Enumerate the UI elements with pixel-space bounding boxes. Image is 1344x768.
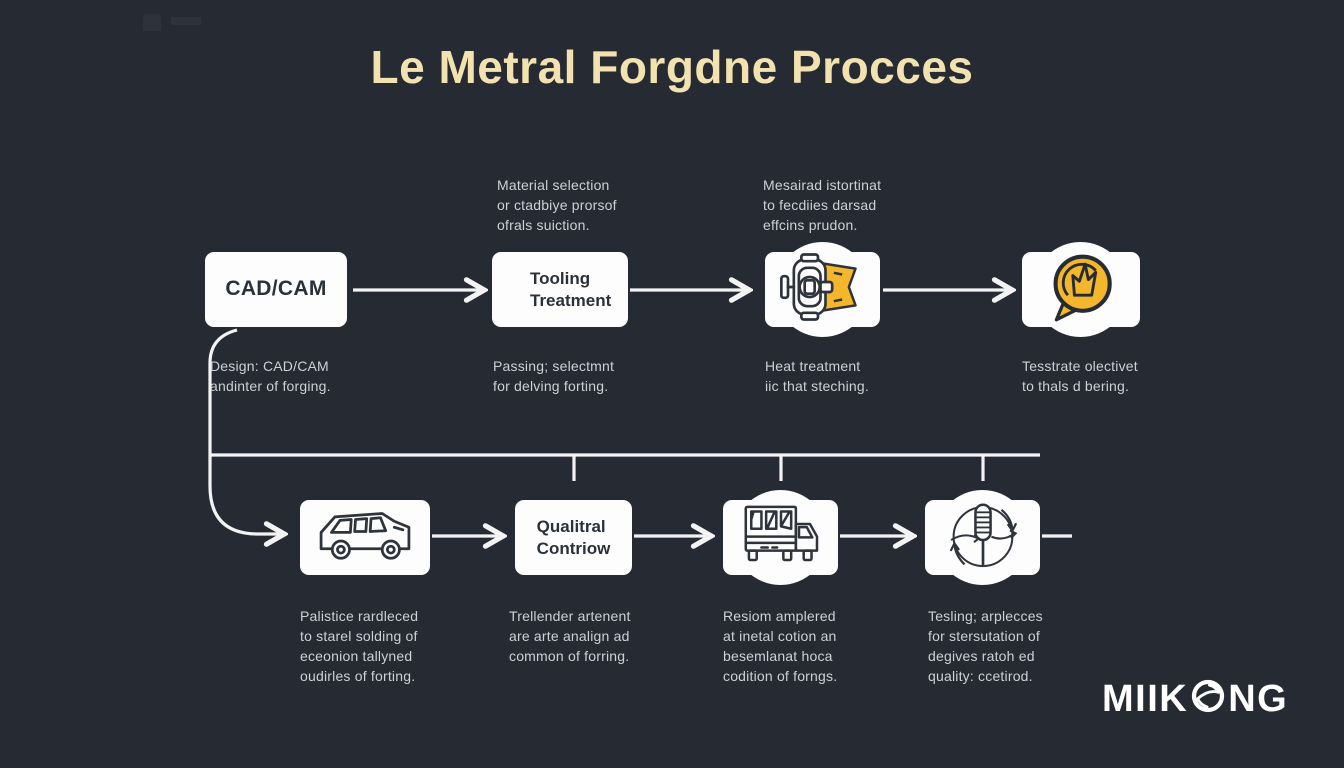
step-label: CAD/CAM xyxy=(225,277,327,301)
caption-heat-treatment: Heat treatment iic that steching. xyxy=(765,358,869,394)
logo-text-left: MIIK xyxy=(1102,678,1189,720)
note-material-selection: Material selection or ctadbiye prorsof o… xyxy=(497,177,617,233)
caption-design: Design: CAD/CAM andinter of forging. xyxy=(210,358,331,394)
step-label: Qualitral Contriow xyxy=(536,517,611,558)
caption-logistics: Palistice rardleced to starel solding of… xyxy=(300,608,419,684)
cargo-truck-icon xyxy=(737,499,825,576)
step-box-shipping xyxy=(723,500,838,575)
step-box-tooling-treatment: Tooling Treatment xyxy=(492,252,628,327)
step-box-quality-control: Qualitral Contriow xyxy=(515,500,632,575)
note-measured: Mesairad istortinat to fecdiies darsad e… xyxy=(763,177,882,233)
loopback-connector xyxy=(208,328,280,534)
brand-logo: MIIK NG xyxy=(1102,674,1288,725)
caption-testing: Tesstrate olectivet to thals d bering. xyxy=(1022,358,1138,394)
step-box-heat-treatment xyxy=(765,252,880,327)
page-title: Le Metral Forgdne Procces xyxy=(370,41,974,93)
quality-badge-icon xyxy=(1040,246,1122,333)
logo-text-right: NG xyxy=(1228,678,1289,720)
step-box-review xyxy=(925,500,1040,575)
caption-quality: Tesling; arplecces for stersutation of d… xyxy=(928,608,1043,684)
caption-conditions: Resiom amplered at inetal cotion an bese… xyxy=(723,608,838,684)
forging-machine-icon xyxy=(775,252,871,327)
step-box-transport xyxy=(300,500,430,575)
microphone-cycle-icon xyxy=(941,493,1025,582)
step-box-inspection xyxy=(1022,252,1140,327)
caption-trends: Trellender artenent are arte analign ad … xyxy=(509,608,631,664)
step-box-cadcam: CAD/CAM xyxy=(205,252,347,327)
watermark-artifact xyxy=(143,14,161,31)
watermark-artifact xyxy=(171,17,201,25)
caption-passing: Passing; selectmnt for delving forting. xyxy=(493,358,615,394)
delivery-van-icon xyxy=(312,504,418,571)
swirl-globe-icon xyxy=(1188,674,1228,725)
step-label: Tooling Treatment xyxy=(530,269,612,310)
